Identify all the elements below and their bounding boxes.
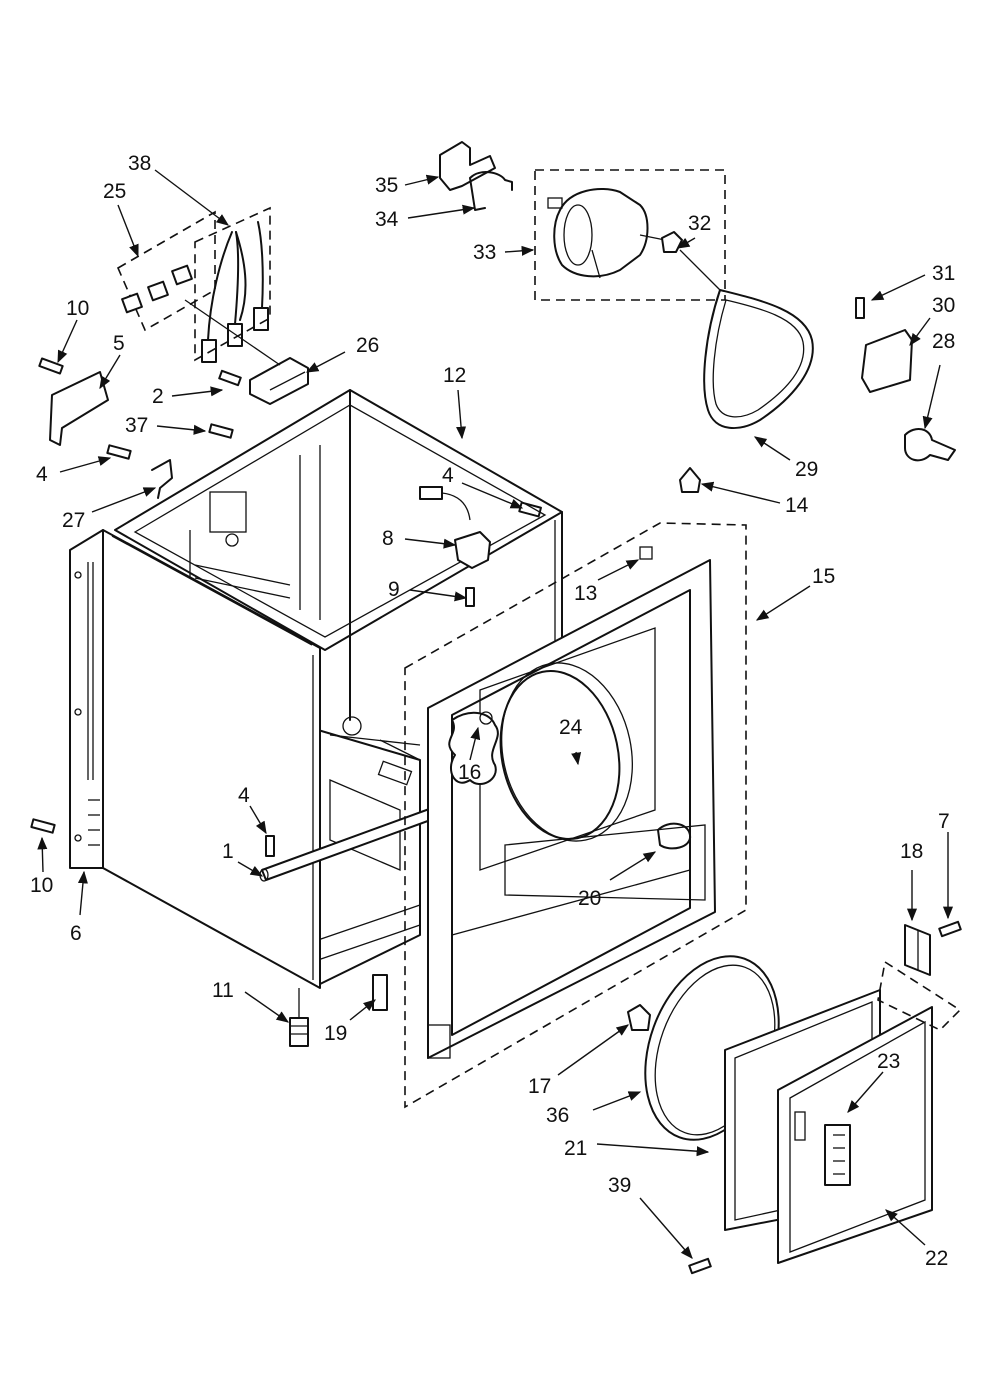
front-panel bbox=[404, 522, 747, 1109]
callout-16: 16 bbox=[458, 761, 481, 784]
callout-5: 5 bbox=[113, 332, 125, 355]
callout-34: 34 bbox=[375, 208, 399, 231]
callout-32: 32 bbox=[688, 212, 711, 235]
heater-terminal-assembly bbox=[38, 206, 309, 499]
callout-23: 23 bbox=[877, 1050, 900, 1073]
callout-10: 10 bbox=[30, 874, 53, 897]
drive-belt bbox=[703, 289, 814, 430]
callout-9: 9 bbox=[388, 578, 400, 601]
callout-4: 4 bbox=[238, 784, 250, 807]
callout-4: 4 bbox=[36, 463, 48, 486]
callout-labels: 38 25 10 5 26 2 37 4 27 35 34 33 32 31 3… bbox=[30, 152, 955, 1270]
cabinet bbox=[69, 389, 563, 989]
callout-15: 15 bbox=[812, 565, 835, 588]
callout-17: 17 bbox=[528, 1075, 551, 1098]
motor-assembly bbox=[439, 141, 726, 301]
callout-31: 31 bbox=[932, 262, 955, 285]
fasteners bbox=[30, 818, 275, 857]
leveling-leg bbox=[289, 974, 388, 1047]
callout-7: 7 bbox=[938, 810, 950, 833]
callout-27: 27 bbox=[62, 509, 85, 532]
callout-29: 29 bbox=[795, 458, 818, 481]
door-switch bbox=[419, 486, 542, 607]
door-assembly bbox=[627, 920, 962, 1275]
callout-39: 39 bbox=[608, 1174, 631, 1197]
callout-25: 25 bbox=[103, 180, 126, 203]
callout-20: 20 bbox=[578, 887, 601, 910]
callout-10: 10 bbox=[66, 297, 89, 320]
callout-33: 33 bbox=[473, 241, 496, 264]
callout-19: 19 bbox=[324, 1022, 347, 1045]
callout-14: 14 bbox=[785, 494, 809, 517]
callout-24: 24 bbox=[559, 716, 583, 739]
callout-2: 2 bbox=[152, 385, 164, 408]
callout-6: 6 bbox=[70, 922, 82, 945]
callout-11: 11 bbox=[212, 979, 234, 1002]
callout-35: 35 bbox=[375, 174, 398, 197]
callout-30: 30 bbox=[932, 294, 955, 317]
callout-12: 12 bbox=[443, 364, 466, 387]
callout-8: 8 bbox=[382, 527, 394, 550]
callout-21: 21 bbox=[564, 1137, 587, 1160]
callout-1: 1 bbox=[222, 840, 234, 863]
callout-18: 18 bbox=[900, 840, 923, 863]
idler-parts bbox=[679, 297, 956, 493]
callout-13: 13 bbox=[574, 582, 597, 605]
leader-lines bbox=[37, 169, 954, 1259]
callout-37: 37 bbox=[125, 414, 148, 437]
callout-36: 36 bbox=[546, 1104, 569, 1127]
callout-28: 28 bbox=[932, 330, 955, 353]
callout-26: 26 bbox=[356, 334, 379, 357]
callout-4: 4 bbox=[442, 464, 454, 487]
callout-22: 22 bbox=[925, 1247, 948, 1270]
callout-38: 38 bbox=[128, 152, 151, 175]
